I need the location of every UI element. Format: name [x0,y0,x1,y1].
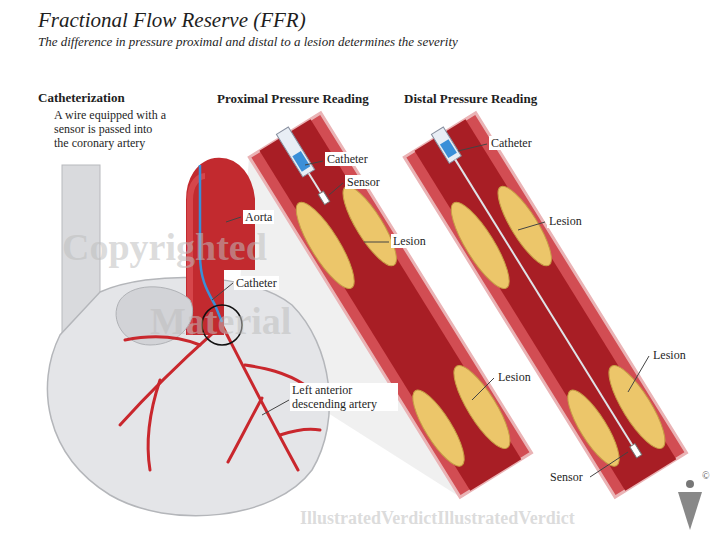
part-label: Sensor [548,470,585,484]
heart-body [47,277,329,515]
watermark: IllustratedVerdictIllustratedVerdict [300,508,575,528]
section-heading: Catheterization [38,91,125,105]
copyright-mark: © [702,470,710,481]
panel-heading: Distal Pressure Reading [404,92,537,106]
part-label: Lesion [391,234,428,248]
caption: The difference in pressure proximal and … [38,34,458,49]
title: Fractional Flow Reserve (FFR) [38,8,306,32]
distal-artery [402,109,687,497]
panel-heading: Proximal Pressure Reading [217,92,369,106]
description: A wire equipped with a sensor is passed … [54,108,166,150]
watermark: Copyrighted [62,226,267,268]
part-label: Catheter [489,136,534,150]
part-label: Lesion [547,214,584,228]
part-label: Catheter [325,152,370,166]
part-label: Catheter [234,276,279,290]
part-label: Aorta [243,210,274,224]
watermark: Material [150,300,291,342]
part-label: Lesion [651,348,688,362]
part-label: Sensor [345,175,382,189]
logo [678,480,702,530]
part-label: Left anterior descending artery [290,383,398,411]
part-label: Lesion [496,370,533,384]
